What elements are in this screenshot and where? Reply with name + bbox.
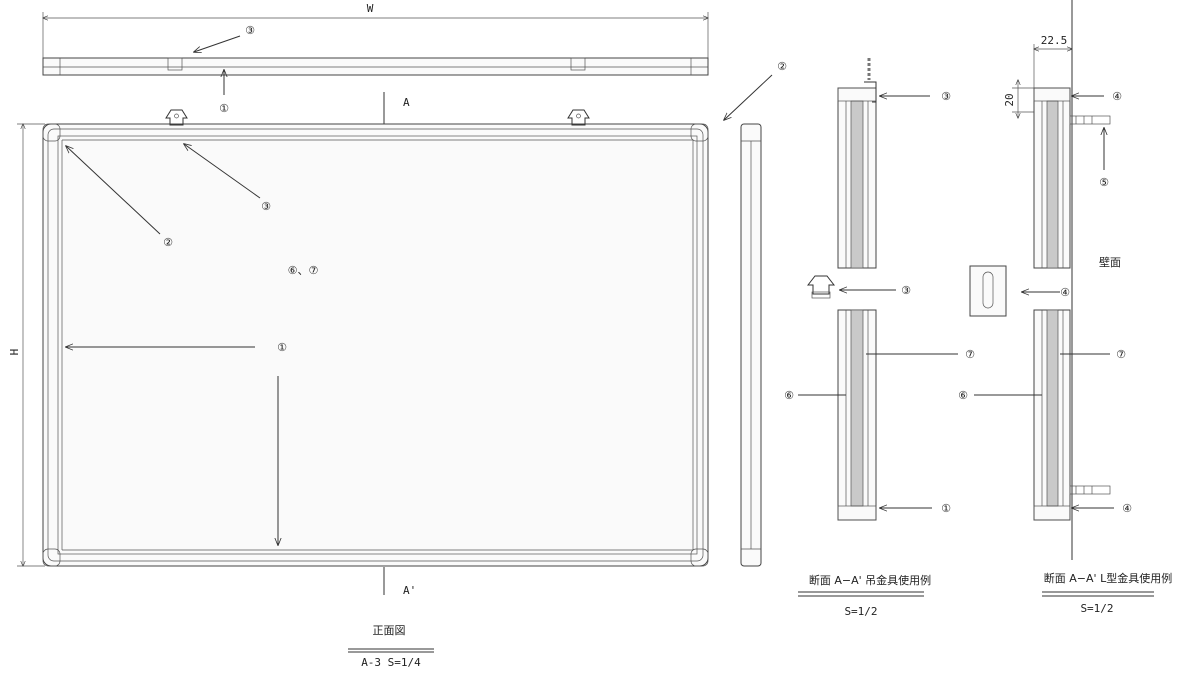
front-view: A A' H ② ③ ⑥、⑦ bbox=[8, 60, 787, 597]
hook-plan-right bbox=[570, 57, 586, 71]
section-mark-top: A bbox=[403, 96, 410, 109]
callout-3-front: ③ bbox=[261, 200, 271, 213]
hook-front-right bbox=[567, 109, 590, 126]
callout-4-section-l-top: ④ bbox=[1112, 90, 1122, 103]
callout-6-7-front: ⑥、⑦ bbox=[288, 264, 319, 277]
height-dimension-label: H bbox=[8, 349, 21, 356]
section-hook-scale: S=1/2 bbox=[844, 605, 877, 618]
callout-6-section-hook: ⑥ bbox=[784, 389, 794, 402]
section-hook: ③ ③ ⑦ ⑥ ① 断面 A−A' 吊金具使用例 S=1/2 bbox=[784, 58, 975, 618]
front-scale: A-3 S=1/4 bbox=[361, 656, 421, 669]
section-l-scale: S=1/2 bbox=[1080, 602, 1113, 615]
hook-plan-left bbox=[167, 57, 183, 71]
callout-7-section-l: ⑦ bbox=[1116, 348, 1126, 361]
anchor-bottom bbox=[1069, 485, 1111, 495]
section-l: 壁面 22.5 20 ④ ⑤ ④ bbox=[958, 0, 1172, 615]
l-bracket-detail-icon bbox=[969, 265, 1007, 317]
front-title-block: 正面図 A-3 S=1/4 bbox=[348, 624, 434, 669]
callout-2-front: ② bbox=[163, 236, 173, 249]
top-frame-plan bbox=[42, 57, 709, 76]
board-frame-outer bbox=[42, 123, 709, 567]
callout-6-section-l: ⑥ bbox=[958, 389, 968, 402]
callout-4-section-l-bottom: ④ bbox=[1122, 502, 1132, 515]
callout-2-corner: ② bbox=[777, 60, 787, 73]
callout-3-section-hook-mid: ③ bbox=[901, 284, 911, 297]
section-l-title: 断面 A−A' L型金具使用例 bbox=[1044, 571, 1172, 585]
callout-7-section-hook: ⑦ bbox=[965, 348, 975, 361]
top-view: W ③ ① bbox=[43, 2, 708, 115]
section-hook-title: 断面 A−A' 吊金具使用例 bbox=[809, 573, 931, 587]
hook-front-left bbox=[165, 109, 188, 126]
callout-1-front: ① bbox=[277, 341, 287, 354]
callout-1-section-hook: ① bbox=[941, 502, 951, 515]
front-title: 正面図 bbox=[373, 624, 406, 637]
top-gap-dimension: 20 bbox=[1003, 93, 1016, 106]
width-dimension-label: W bbox=[367, 2, 374, 15]
callout-1-top: ① bbox=[219, 102, 229, 115]
callout-5-section-l: ⑤ bbox=[1099, 176, 1109, 189]
anchor-top bbox=[1069, 115, 1111, 125]
wall-label: 壁面 bbox=[1099, 255, 1121, 269]
section-mark-bottom: A' bbox=[403, 584, 416, 597]
callout-4-section-l-mid: ④ bbox=[1060, 286, 1070, 299]
side-view bbox=[740, 123, 762, 567]
callout-3-top: ③ bbox=[245, 24, 255, 37]
hook-detail-icon bbox=[806, 275, 836, 295]
board-surface bbox=[57, 135, 698, 555]
callout-3-section-hook-top: ③ bbox=[941, 90, 951, 103]
wall-gap-dimension: 22.5 bbox=[1041, 34, 1068, 47]
